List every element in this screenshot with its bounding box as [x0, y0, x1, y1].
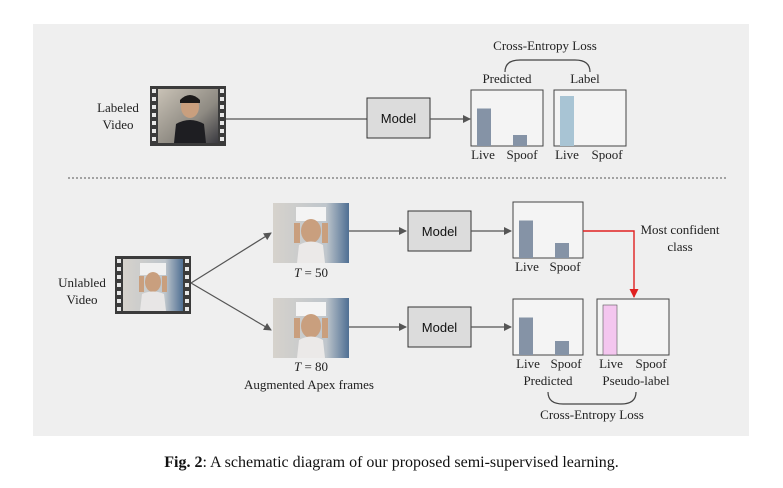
- labeled-video-filmstrip: [150, 86, 226, 146]
- class-live-label-top: Live: [555, 147, 579, 162]
- bar-top-pred-live: [477, 108, 491, 146]
- predicted-title-top: Predicted: [482, 71, 532, 86]
- model-box-top: [366, 97, 431, 139]
- film-holes-right-2: [185, 259, 189, 311]
- bar-b2-spoof: [555, 341, 569, 355]
- class-live-pseudo: Live: [599, 356, 623, 371]
- film-holes-left-2: [117, 259, 121, 311]
- class-live-pred-top: Live: [471, 147, 495, 162]
- film-holes-right: [220, 89, 224, 141]
- arrow-film-to-frame-t50: [190, 232, 272, 284]
- class-spoof-pred-top: Spoof: [506, 147, 538, 162]
- class-live-branch2: Live: [516, 356, 540, 371]
- unlabeled-video-label-line2: Video: [67, 292, 98, 307]
- class-spoof-label-top: Spoof: [591, 147, 623, 162]
- model-label-branch2: Model: [422, 320, 458, 335]
- augmented-apex-frames-label: Augmented Apex frames: [244, 377, 374, 392]
- cross-entropy-loss-label-bottom: Cross-Entropy Loss: [540, 407, 644, 422]
- model-label-top: Model: [381, 111, 417, 126]
- model-box-branch2: [407, 306, 472, 348]
- unlabeled-video-label-line1: Unlabled: [58, 275, 106, 290]
- bar-top-pred-spoof: [513, 135, 527, 146]
- bar-b2-live: [519, 317, 533, 355]
- class-spoof-pseudo: Spoof: [635, 356, 667, 371]
- film-holes-left: [152, 89, 156, 141]
- frame-t80-image: [273, 298, 349, 358]
- bar-b1-live: [519, 220, 533, 258]
- bar-pseudo-live: [602, 304, 618, 356]
- labeled-video-label-line2: Video: [103, 117, 134, 132]
- cross-entropy-loss-label-top: Cross-Entropy Loss: [493, 38, 597, 53]
- class-spoof-branch1: Spoof: [549, 259, 581, 274]
- unlabeled-video-filmstrip: [115, 256, 191, 314]
- most-confident-label-line2: class: [667, 239, 692, 254]
- frame-t80-label: T = 80: [294, 359, 328, 374]
- class-spoof-branch2: Spoof: [550, 356, 582, 371]
- bar-top-label-live: [560, 96, 574, 146]
- model-label-branch1: Model: [422, 224, 458, 239]
- labeled-video-label-line1: Labeled: [97, 100, 139, 115]
- bottom-section: Unlabled Video: [58, 201, 720, 422]
- frame-t50-label: T = 50: [294, 265, 328, 280]
- predicted-title-bottom: Predicted: [523, 373, 573, 388]
- frame-t50-image: [273, 203, 349, 263]
- arrow-film-to-frame-t80: [190, 282, 272, 331]
- loss-bracket-top: [504, 59, 591, 73]
- bar-b1-spoof: [555, 243, 569, 258]
- loss-bracket-bottom: [547, 391, 637, 405]
- figure-caption: Fig. 2: A schematic diagram of our propo…: [0, 454, 783, 472]
- class-live-branch1: Live: [515, 259, 539, 274]
- most-confident-label-line1: Most confident: [640, 222, 719, 237]
- caption-prefix: Fig. 2: [164, 454, 203, 471]
- top-section: Labeled Video Model Cross-Entropy Lo: [97, 38, 627, 162]
- pseudo-label-title: Pseudo-label: [602, 373, 670, 388]
- label-title-top: Label: [570, 71, 600, 86]
- most-confident-arrow: [583, 230, 639, 298]
- caption-text: : A schematic diagram of our proposed se…: [202, 454, 619, 471]
